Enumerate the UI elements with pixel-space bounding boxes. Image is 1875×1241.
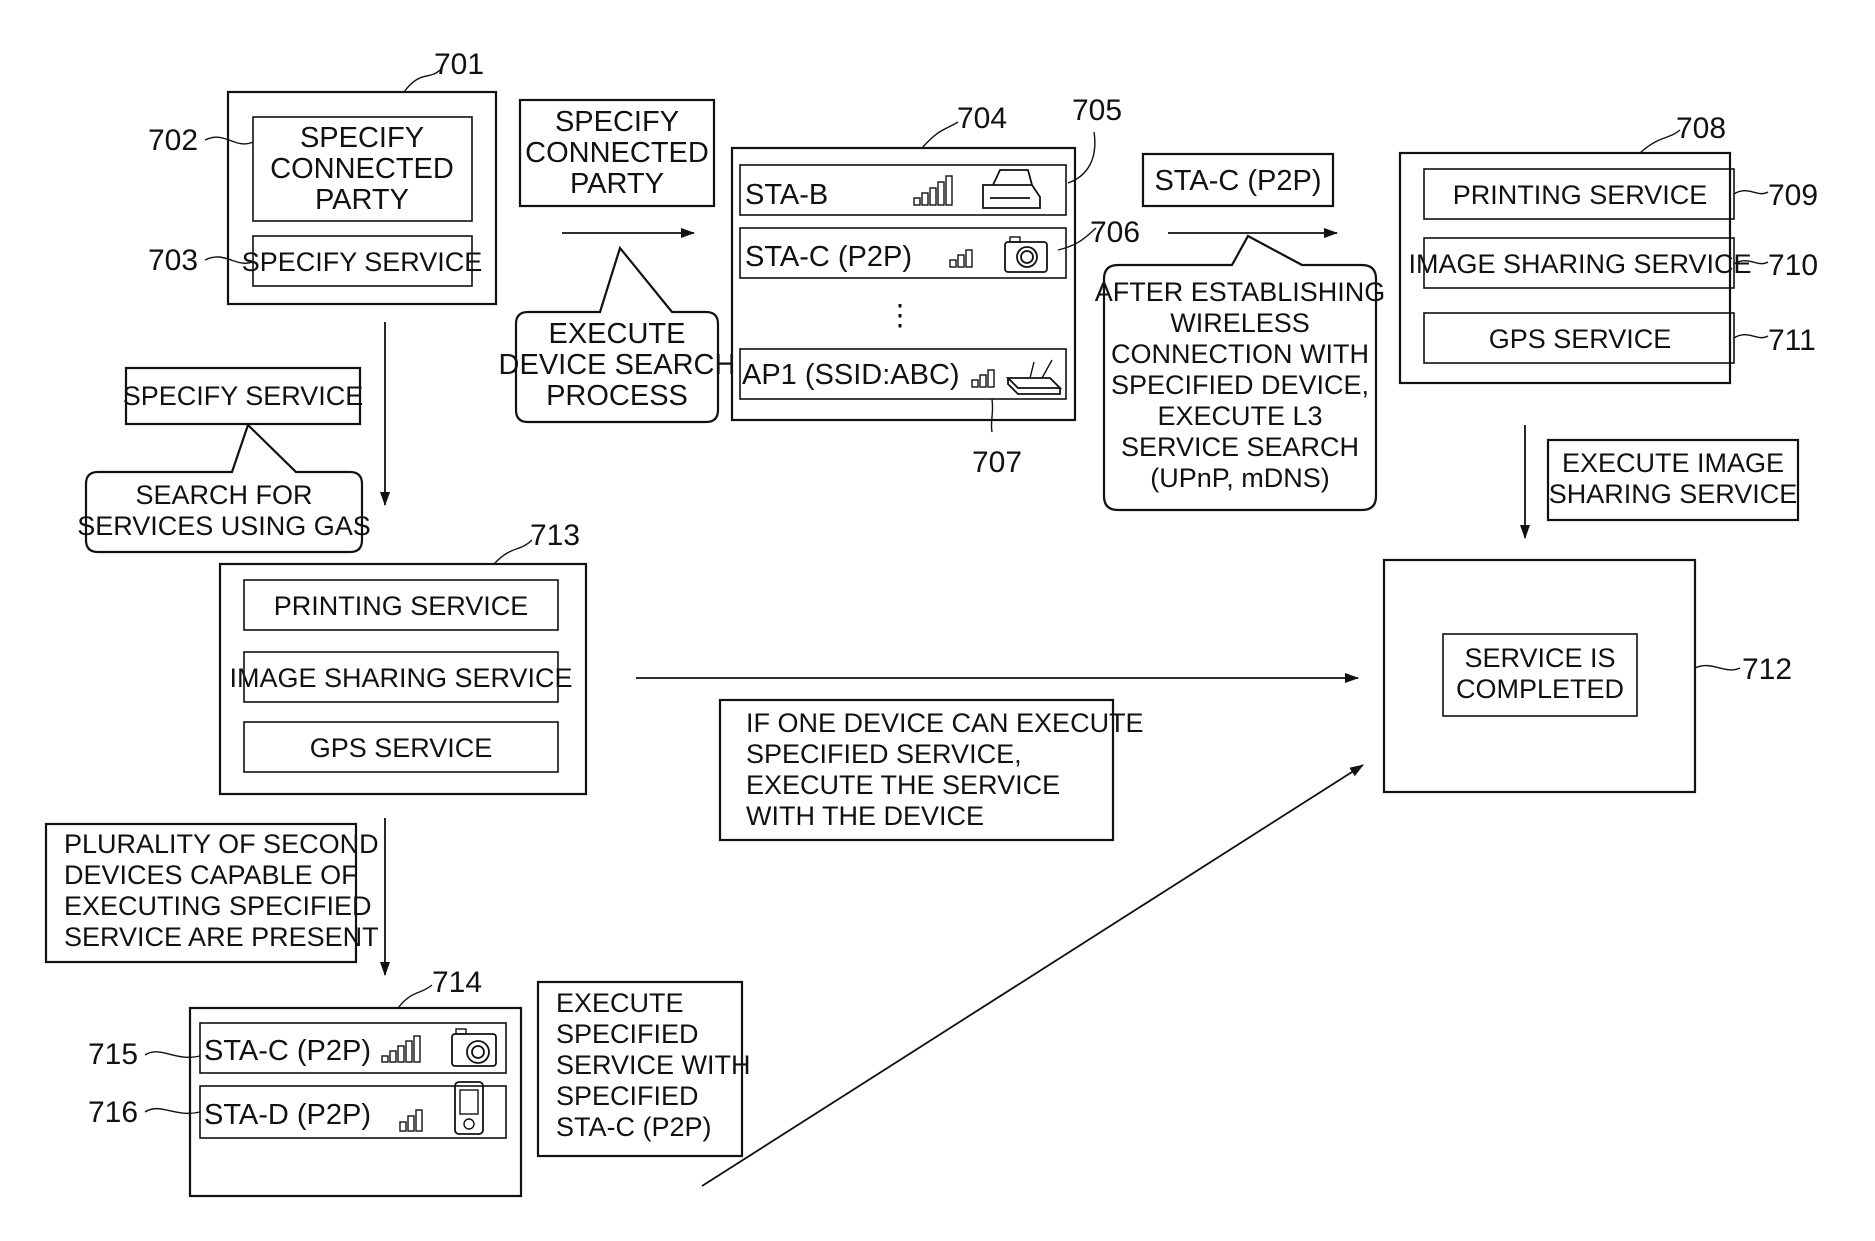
- device-search-callout: EXECUTE DEVICE SEARCH PROCESS: [499, 248, 736, 422]
- ref-716: 716: [88, 1096, 138, 1129]
- l3-line-3: CONNECTION WITH: [1111, 339, 1369, 369]
- ref-704: 704: [957, 102, 1007, 135]
- image-sharing-service-label: IMAGE SHARING SERVICE: [1408, 249, 1751, 279]
- ref-708: 708: [1676, 112, 1726, 145]
- callout-line-1: EXECUTE: [549, 318, 686, 350]
- sta-c-715-label: STA-C (P2P): [204, 1035, 371, 1067]
- connected-party-line-2: CONNECTED: [270, 153, 454, 185]
- box-704: STA-B STA-C (P2P) ⋮ AP1 (SSID:ABC: [732, 148, 1075, 420]
- ref-714: 714: [432, 966, 482, 999]
- ref-712: 712: [1742, 653, 1792, 686]
- ellipsis: ⋮: [886, 300, 915, 332]
- ref-713: 713: [530, 519, 580, 552]
- ref-707: 707: [972, 446, 1022, 479]
- odn-line-3: EXECUTE THE SERVICE: [746, 770, 1060, 800]
- l3-line-4: SPECIFIED DEVICE,: [1111, 370, 1369, 400]
- l3-line-6: SERVICE SEARCH: [1121, 432, 1359, 462]
- box-712: SERVICE IS COMPLETED: [1384, 560, 1695, 792]
- pn-line-3: EXECUTING SPECIFIED: [64, 891, 372, 921]
- execute-stac-note: EXECUTE SPECIFIED SERVICE WITH SPECIFIED…: [538, 982, 751, 1156]
- connected-party-line-3: PARTY: [315, 184, 409, 216]
- ref-703: 703: [148, 244, 198, 277]
- odn-line-2: SPECIFIED SERVICE,: [746, 739, 1022, 769]
- sta-b-label: STA-B: [745, 179, 828, 211]
- l3-line-7: (UPnP, mDNS): [1150, 463, 1330, 493]
- esn-line-5: STA-C (P2P): [556, 1112, 712, 1142]
- stac-p2p-note: STA-C (P2P): [1143, 154, 1333, 206]
- pn-line-1: PLURALITY OF SECOND: [64, 829, 379, 859]
- note-line-1: SPECIFY: [555, 106, 679, 138]
- gas-search-callout: SEARCH FOR SERVICES USING GAS: [77, 425, 371, 552]
- l3-service-search-callout: AFTER ESTABLISHING WIRELESS CONNECTION W…: [1095, 236, 1386, 510]
- ref-702: 702: [148, 124, 198, 157]
- l3-line-2: WIRELESS: [1170, 308, 1310, 338]
- note-line-3: PARTY: [570, 168, 664, 200]
- specify-service-note: SPECIFY SERVICE: [123, 368, 364, 424]
- box-701: SPECIFY CONNECTED PARTY SPECIFY SERVICE: [228, 92, 496, 304]
- esn-line-4: SPECIFIED: [556, 1081, 699, 1111]
- gps-service-label: GPS SERVICE: [1489, 324, 1672, 354]
- one-device-note: IF ONE DEVICE CAN EXECUTE SPECIFIED SERV…: [720, 700, 1144, 840]
- plurality-note: PLURALITY OF SECOND DEVICES CAPABLE OF E…: [46, 824, 379, 962]
- ref-715: 715: [88, 1038, 138, 1071]
- specify-service-text: SPECIFY SERVICE: [123, 381, 364, 411]
- callout-line-3: PROCESS: [546, 380, 688, 412]
- gas-line-2: SERVICES USING GAS: [77, 511, 371, 541]
- odn-line-1: IF ONE DEVICE CAN EXECUTE: [746, 708, 1144, 738]
- odn-line-4: WITH THE DEVICE: [746, 801, 984, 831]
- image-sharing-713-label: IMAGE SHARING SERVICE: [229, 663, 572, 693]
- callout-line-2: DEVICE SEARCH: [499, 349, 736, 381]
- ref-706: 706: [1090, 216, 1140, 249]
- completed-line-2: COMPLETED: [1456, 674, 1624, 704]
- gps-service-713-label: GPS SERVICE: [310, 733, 493, 763]
- esn-line-1: EXECUTE: [556, 988, 684, 1018]
- ref-709: 709: [1768, 179, 1818, 212]
- sta-c-label: STA-C (P2P): [745, 241, 912, 273]
- completed-line-1: SERVICE IS: [1464, 643, 1615, 673]
- eis-line-1: EXECUTE IMAGE: [1562, 448, 1784, 478]
- box-708: PRINTING SERVICE IMAGE SHARING SERVICE G…: [1400, 153, 1752, 383]
- connected-party-line-1: SPECIFY: [300, 122, 424, 154]
- note-line-2: CONNECTED: [525, 137, 709, 169]
- box-714: STA-C (P2P) STA-D (P2P): [190, 1008, 521, 1196]
- eis-line-2: SHARING SERVICE: [1549, 479, 1798, 509]
- specify-connected-party-note: SPECIFY CONNECTED PARTY: [520, 100, 714, 206]
- execute-image-sharing-note: EXECUTE IMAGE SHARING SERVICE: [1548, 440, 1798, 520]
- l3-line-5: EXECUTE L3: [1157, 401, 1322, 431]
- esn-line-2: SPECIFIED: [556, 1019, 699, 1049]
- esn-line-3: SERVICE WITH: [556, 1050, 751, 1080]
- printing-service-713-label: PRINTING SERVICE: [274, 591, 529, 621]
- ref-710: 710: [1768, 249, 1818, 282]
- ref-701: 701: [434, 48, 484, 81]
- sta-d-716-label: STA-D (P2P): [204, 1099, 371, 1131]
- stac-p2p-text: STA-C (P2P): [1154, 165, 1321, 197]
- ref-705: 705: [1072, 94, 1122, 127]
- ap1-label: AP1 (SSID:ABC): [742, 359, 960, 391]
- pn-line-4: SERVICE ARE PRESENT: [64, 922, 379, 952]
- box-713: PRINTING SERVICE IMAGE SHARING SERVICE G…: [220, 564, 586, 794]
- gas-line-1: SEARCH FOR: [135, 480, 312, 510]
- ref-711: 711: [1768, 324, 1816, 357]
- specify-service-label: SPECIFY SERVICE: [242, 247, 483, 277]
- pn-line-2: DEVICES CAPABLE OF: [64, 860, 358, 890]
- l3-line-1: AFTER ESTABLISHING: [1095, 277, 1386, 307]
- printing-service-label: PRINTING SERVICE: [1453, 180, 1708, 210]
